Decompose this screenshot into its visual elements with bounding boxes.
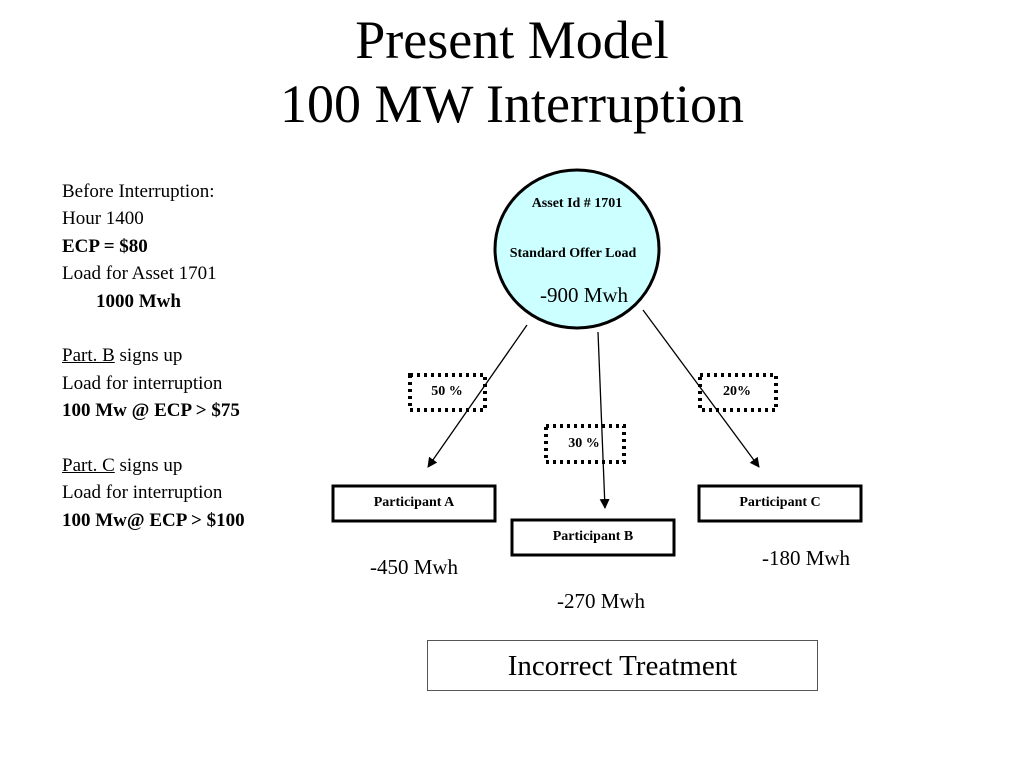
part-c-label: Part. C [62,455,115,477]
arrow-to-participant-c [642,309,760,468]
share-box-a-outline [408,373,487,412]
note-part-c-signup: Part. C signs up [62,452,352,479]
part-c-rest: signs up [114,455,183,477]
note-part-b-cond: 100 Mw @ ECP > $75 [62,400,240,422]
share-box-b-outline [544,424,626,464]
share-label-c: 20% [723,384,751,399]
note-part-b-load: Load for interruption [62,372,223,394]
part-b-label: Part. B [62,345,115,367]
participant-b-mwh: -270 Mwh [556,589,646,613]
title-line-1: Present Model [355,10,669,70]
note-before: Before Interruption: [62,181,215,202]
note-part-b-signup: Part. B signs up [62,342,352,369]
note-load-value: 1000 Mwh [96,290,181,312]
asset-id-label: Asset Id # 1701 [531,196,623,211]
share-label-a: 50 % [431,384,463,399]
arrow-to-participant-b [597,331,610,509]
notes-panel: Before Interruption: Hour 1400 ECP = $80… [62,178,352,534]
asset-circle [493,168,661,330]
share-box-c-outline [698,373,778,412]
participant-b-label: Participant B [552,529,634,544]
share-label-b: 30 % [568,436,600,451]
note-part-c-cond: 100 Mw@ ECP > $100 [62,509,245,531]
title-line-2: 100 MW Interruption [280,74,744,134]
note-load-asset: Load for Asset 1701 [62,263,217,285]
participant-c-mwh: -180 Mwh [761,546,851,570]
participant-a-mwh: -450 Mwh [369,555,459,579]
arrow-to-participant-a [427,324,528,468]
participant-a-label: Participant A [373,495,455,510]
participant-b-outline [510,518,676,557]
participant-a-outline [331,484,497,523]
note-hour: Hour 1400 [62,208,144,230]
treatment-caption: Incorrect Treatment [427,640,818,691]
asset-mwh-label: -900 Mwh [539,283,629,307]
note-part-c-load: Load for interruption [62,482,223,504]
slide-title: Present Model 100 MW Interruption [0,8,1024,136]
part-b-rest: signs up [114,345,183,367]
note-ecp: ECP = $80 [62,235,148,257]
participant-c-outline [697,484,863,523]
asset-type-label: Standard Offer Load [509,246,637,261]
participant-c-label: Participant C [739,495,821,510]
